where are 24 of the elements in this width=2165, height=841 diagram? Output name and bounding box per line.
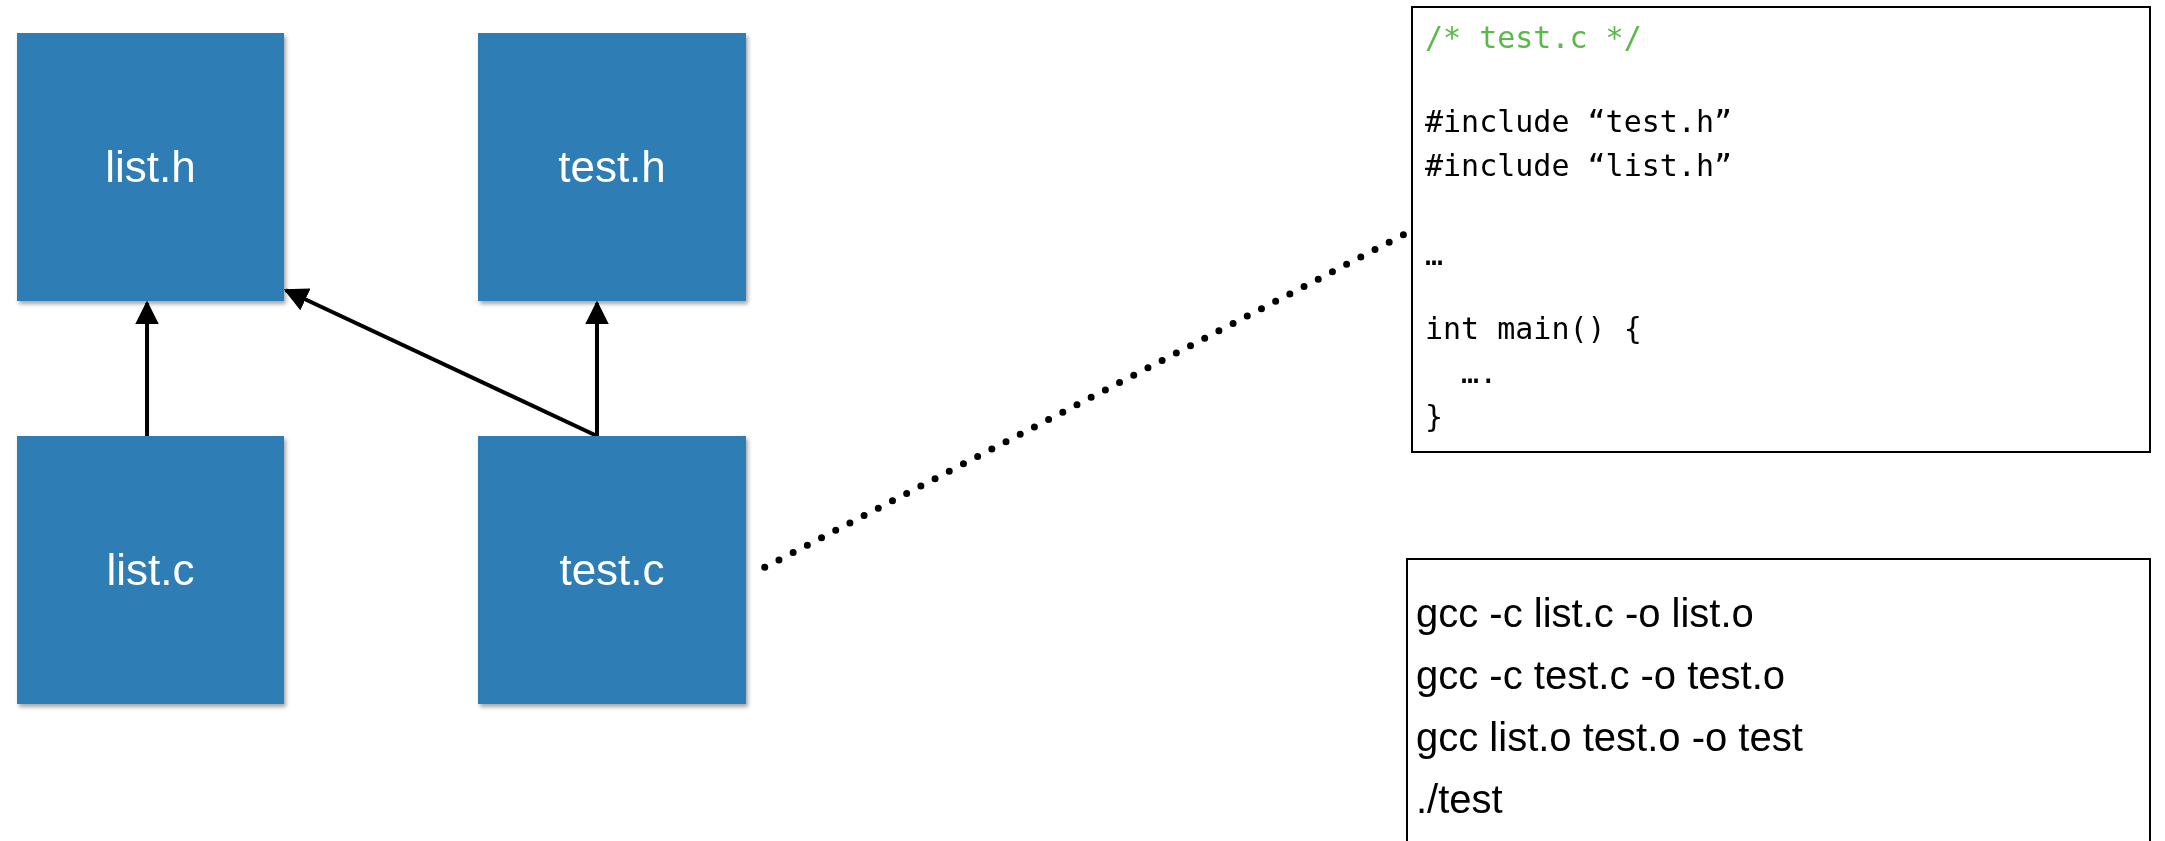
file-name: test.h (558, 141, 666, 193)
code-line: …. (1460, 354, 1499, 392)
file-name: list.h (105, 141, 196, 193)
arrow (135, 300, 160, 436)
code-line: } (1425, 398, 1445, 436)
arrow (585, 300, 609, 436)
command-line: gcc -c test.c -o test.o (1416, 652, 1786, 699)
command-panel (1406, 558, 2151, 841)
code-line: #include “list.h” (1425, 147, 1734, 185)
file-box (17, 436, 284, 704)
code-line: int main() { (1425, 310, 1643, 348)
command-line: ./test (1416, 776, 1504, 823)
file-box (17, 33, 284, 301)
command-line: gcc -c list.c -o list.o (1416, 590, 1755, 637)
code-panel (1411, 6, 2151, 453)
file-name: list.c (106, 544, 195, 596)
file-box (478, 436, 746, 704)
code-line: #include “test.h” (1425, 103, 1734, 141)
code-comment: /* test.c */ (1425, 19, 1643, 57)
code-line: … (1425, 236, 1445, 274)
arrow (283, 288, 598, 438)
file-box (478, 33, 746, 301)
file-name: test.c (559, 544, 665, 596)
command-line: gcc list.o test.o -o test (1416, 714, 1804, 761)
